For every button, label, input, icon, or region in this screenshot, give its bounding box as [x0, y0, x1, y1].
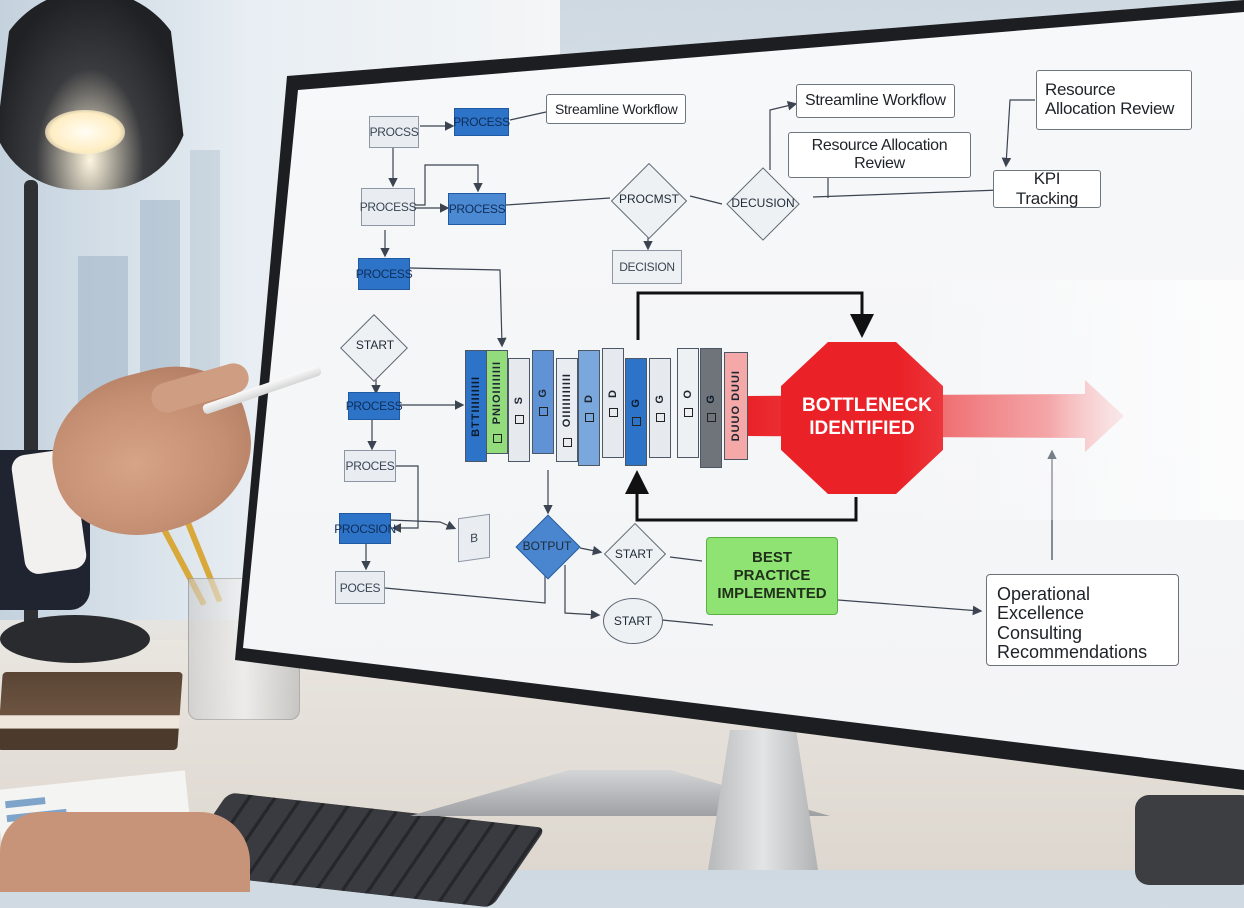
- streamline-workflow-box[interactable]: Streamline Workflow: [796, 84, 955, 118]
- pipeline-bar[interactable]: PNIOIIIIIIII: [486, 350, 508, 454]
- process-box[interactable]: PROCESS: [453, 108, 510, 136]
- process-label: PROCSS: [369, 125, 419, 139]
- process-label: PROCESS: [453, 115, 510, 129]
- pipeline-bar-label: OIIIIIIIIIII: [561, 373, 573, 428]
- process-label: PROCESS: [355, 267, 413, 281]
- checkbox-icon: [631, 417, 641, 427]
- b-box[interactable]: B: [458, 513, 490, 563]
- start-ellipse[interactable]: START: [603, 598, 663, 644]
- output-label: BOTPUT: [522, 539, 572, 553]
- recommendations-label: Operational Excellence Consulting Recomm…: [997, 584, 1148, 663]
- typing-hand: [0, 812, 250, 892]
- pipeline-bar-label: DUUO DUUI: [730, 370, 742, 442]
- pipeline-bar-label: D: [607, 389, 619, 398]
- checkbox-icon: [584, 412, 594, 422]
- decision-box[interactable]: PROCSION: [334, 513, 396, 544]
- pipeline-bar[interactable]: G: [532, 350, 554, 454]
- pipeline-bar[interactable]: S: [508, 358, 530, 462]
- process-label: POCES: [339, 580, 381, 595]
- process-box[interactable]: PROCESS: [359, 188, 417, 226]
- checkbox-icon: [562, 437, 572, 447]
- lamp-bulb: [45, 110, 125, 154]
- checkbox-icon: [683, 408, 693, 418]
- procmst-label: PROCMST: [619, 192, 679, 206]
- pipeline-bar-label: G: [537, 387, 549, 398]
- process-label: PROCESS: [345, 399, 403, 413]
- process-label: PROCESS: [448, 202, 506, 216]
- pipeline-bar-label: S: [513, 396, 525, 405]
- start-label: START: [355, 338, 395, 352]
- pipeline-bar-label: D: [583, 394, 595, 403]
- streamline-workflow-label: Streamline Workflow: [805, 92, 946, 109]
- process-box[interactable]: PROCESS: [345, 392, 403, 420]
- pipeline-bar-label: BTTIIIIIIIII: [470, 375, 482, 437]
- kpi-tracking-label: KPI Tracking: [1015, 169, 1079, 208]
- recommendations-box[interactable]: Operational Excellence Consulting Recomm…: [986, 574, 1179, 666]
- pipeline-bar-label: G: [630, 397, 642, 408]
- process-label: PROCESS: [359, 200, 417, 214]
- start-ellipse-label: START: [613, 614, 653, 628]
- process-box[interactable]: PROCES: [344, 450, 396, 482]
- pipeline-bar[interactable]: O: [677, 348, 699, 458]
- process-label: PROCES: [345, 459, 395, 473]
- best-practice-box[interactable]: BEST PRACTICE IMPLEMENTED: [706, 537, 838, 615]
- pipeline-bar[interactable]: G: [649, 358, 671, 458]
- resource-allocation-review-top-box[interactable]: Resource Allocation Review: [1036, 70, 1192, 130]
- pipeline-bar[interactable]: D: [578, 350, 600, 466]
- process-box[interactable]: POCES: [335, 571, 385, 604]
- pipeline-bar[interactable]: DUUO DUUI: [724, 352, 748, 460]
- pipeline-bar-label: PNIOIIIIIIII: [491, 360, 503, 425]
- resource-review-label: Resource Allocation Review: [811, 137, 948, 172]
- process-box[interactable]: PROCESS: [448, 193, 506, 225]
- decision-diamond-label: DECUSION: [731, 196, 795, 210]
- process-box[interactable]: PROCSS: [369, 116, 419, 148]
- process-flowchart: PROCSS PROCESS PROCESS PROCESS PROCESS S…: [334, 70, 1192, 666]
- kpi-tracking-box[interactable]: KPI Tracking: [993, 169, 1101, 208]
- pipeline-bar[interactable]: D: [602, 348, 624, 458]
- process-box[interactable]: PROCESS: [355, 258, 413, 290]
- pipeline-bar[interactable]: G: [700, 348, 722, 468]
- desk-lamp-shade: [0, 0, 190, 190]
- checkbox-icon: [608, 407, 618, 417]
- checkbox-icon: [492, 434, 502, 444]
- pipeline-bar[interactable]: G: [625, 358, 647, 466]
- resource-allocation-review-box[interactable]: Resource Allocation Review: [788, 132, 971, 178]
- pipeline-bar-label: G: [654, 393, 666, 404]
- b-label: B: [470, 530, 478, 546]
- lamp-base: [0, 615, 150, 663]
- pipeline-bar[interactable]: BTTIIIIIIIII: [465, 350, 487, 462]
- decision-box-label: DECISION: [619, 260, 675, 274]
- checkbox-icon: [538, 407, 548, 417]
- checkbox-icon: [706, 413, 716, 423]
- checkbox-icon: [514, 414, 524, 424]
- pipeline-bar[interactable]: OIIIIIIIIIII: [556, 358, 578, 462]
- pipeline-bar-label: O: [682, 388, 694, 399]
- start-diamond-label: START: [614, 547, 654, 561]
- resource-review-top-label: Resource Allocation Review: [1045, 80, 1175, 118]
- checkbox-icon: [655, 413, 665, 423]
- bottleneck-label: BOTTLENECK IDENTIFIED: [802, 395, 932, 439]
- pipeline-bar-label: G: [705, 393, 717, 404]
- decision-box[interactable]: DECISION: [612, 250, 682, 284]
- decision-label: PROCSION: [334, 521, 396, 536]
- streamline-workflow-small-box[interactable]: Streamline Workflow: [546, 94, 687, 124]
- streamline-label: Streamline Workflow: [555, 101, 678, 117]
- best-practice-label: BEST PRACTICE IMPLEMENTED: [717, 549, 827, 602]
- screen-glare: [900, 280, 1244, 520]
